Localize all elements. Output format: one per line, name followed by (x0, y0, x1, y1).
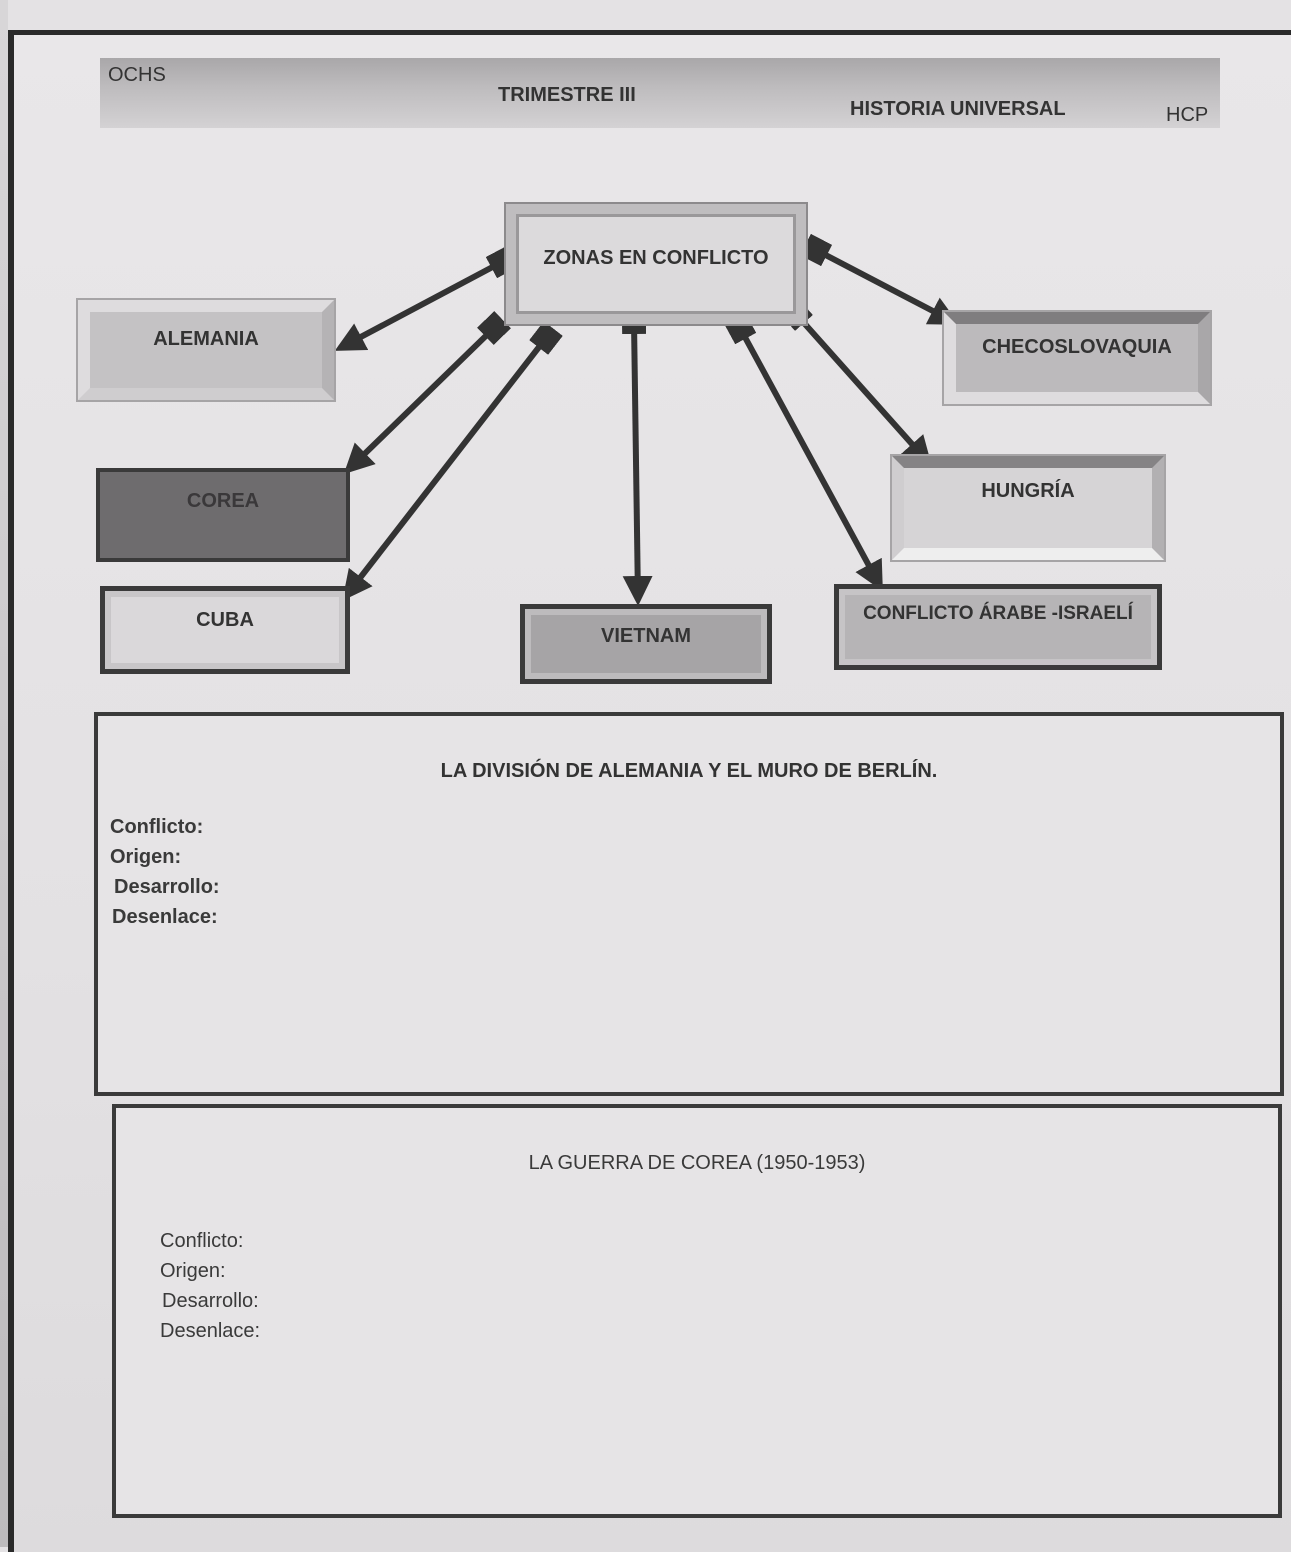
arrow-to-vietnam (621, 309, 653, 606)
term-label: TRIMESTRE III (498, 84, 636, 106)
school-label: OCHS (108, 64, 166, 86)
field-origen: Origen: (160, 1260, 226, 1282)
header-bar (100, 58, 1220, 128)
arrow-to-corea (343, 311, 511, 475)
arrow-to-alemania (334, 245, 519, 351)
node-label: COREA (186, 490, 260, 512)
node-label: CUBA (196, 609, 254, 631)
concept-map-arrows (334, 233, 960, 606)
field-origen: Origen: (110, 846, 182, 868)
arrow-to-cuba (342, 321, 563, 601)
subject-label: HISTORIA UNIVERSAL (850, 98, 1066, 120)
node-checoslovaquia: CHECOSLOVAQUIA (944, 312, 1210, 404)
node-alemania: ALEMANIA (78, 300, 334, 400)
node-corea: COREA (96, 468, 350, 562)
field-desenlace: Desenlace: (112, 906, 218, 928)
node-label: ZONAS EN CONFLICTO (543, 246, 769, 269)
node-cuba: CUBA (100, 586, 350, 674)
section-title: LA GUERRA DE COREA (1950-1953) (528, 1152, 866, 1174)
node-label: ALEMANIA (153, 328, 259, 350)
field-conflicto: Conflicto: (110, 816, 204, 838)
field-desenlace: Desenlace: (160, 1320, 261, 1342)
node-label: CHECOSLOVAQUIA (982, 336, 1172, 358)
node-hungria: HUNGRÍA (892, 456, 1164, 560)
section-guerra-corea: LA GUERRA DE COREA (1950-1953) Conflicto… (112, 1104, 1282, 1518)
page-edge (0, 0, 8, 1547)
arrow-to-hungria (779, 297, 932, 467)
code-label: HCP (1166, 104, 1209, 126)
field-desarrollo: Desarrollo: (114, 876, 220, 898)
section-title: LA DIVISIÓN DE ALEMANIA Y EL MURO DE BER… (440, 760, 938, 782)
field-conflicto: Conflicto: (160, 1230, 244, 1252)
arrow-to-checoslovaquia (799, 233, 960, 325)
section-division-alemania: LA DIVISIÓN DE ALEMANIA Y EL MURO DE BER… (94, 712, 1284, 1096)
node-zonas-en-conflicto: ZONAS EN CONFLICTO (506, 204, 806, 324)
node-label: VIETNAM (601, 625, 691, 647)
node-label: CONFLICTO ÁRABE -ISRAELÍ (863, 603, 1133, 624)
node-label: HUNGRÍA (981, 480, 1075, 502)
field-desarrollo: Desarrollo: (162, 1290, 259, 1312)
node-vietnam: VIETNAM (520, 604, 772, 684)
node-conflicto-arabe-israeli: CONFLICTO ÁRABE -ISRAELÍ (834, 584, 1162, 670)
arrow-to-arabe-israeli (723, 311, 883, 592)
